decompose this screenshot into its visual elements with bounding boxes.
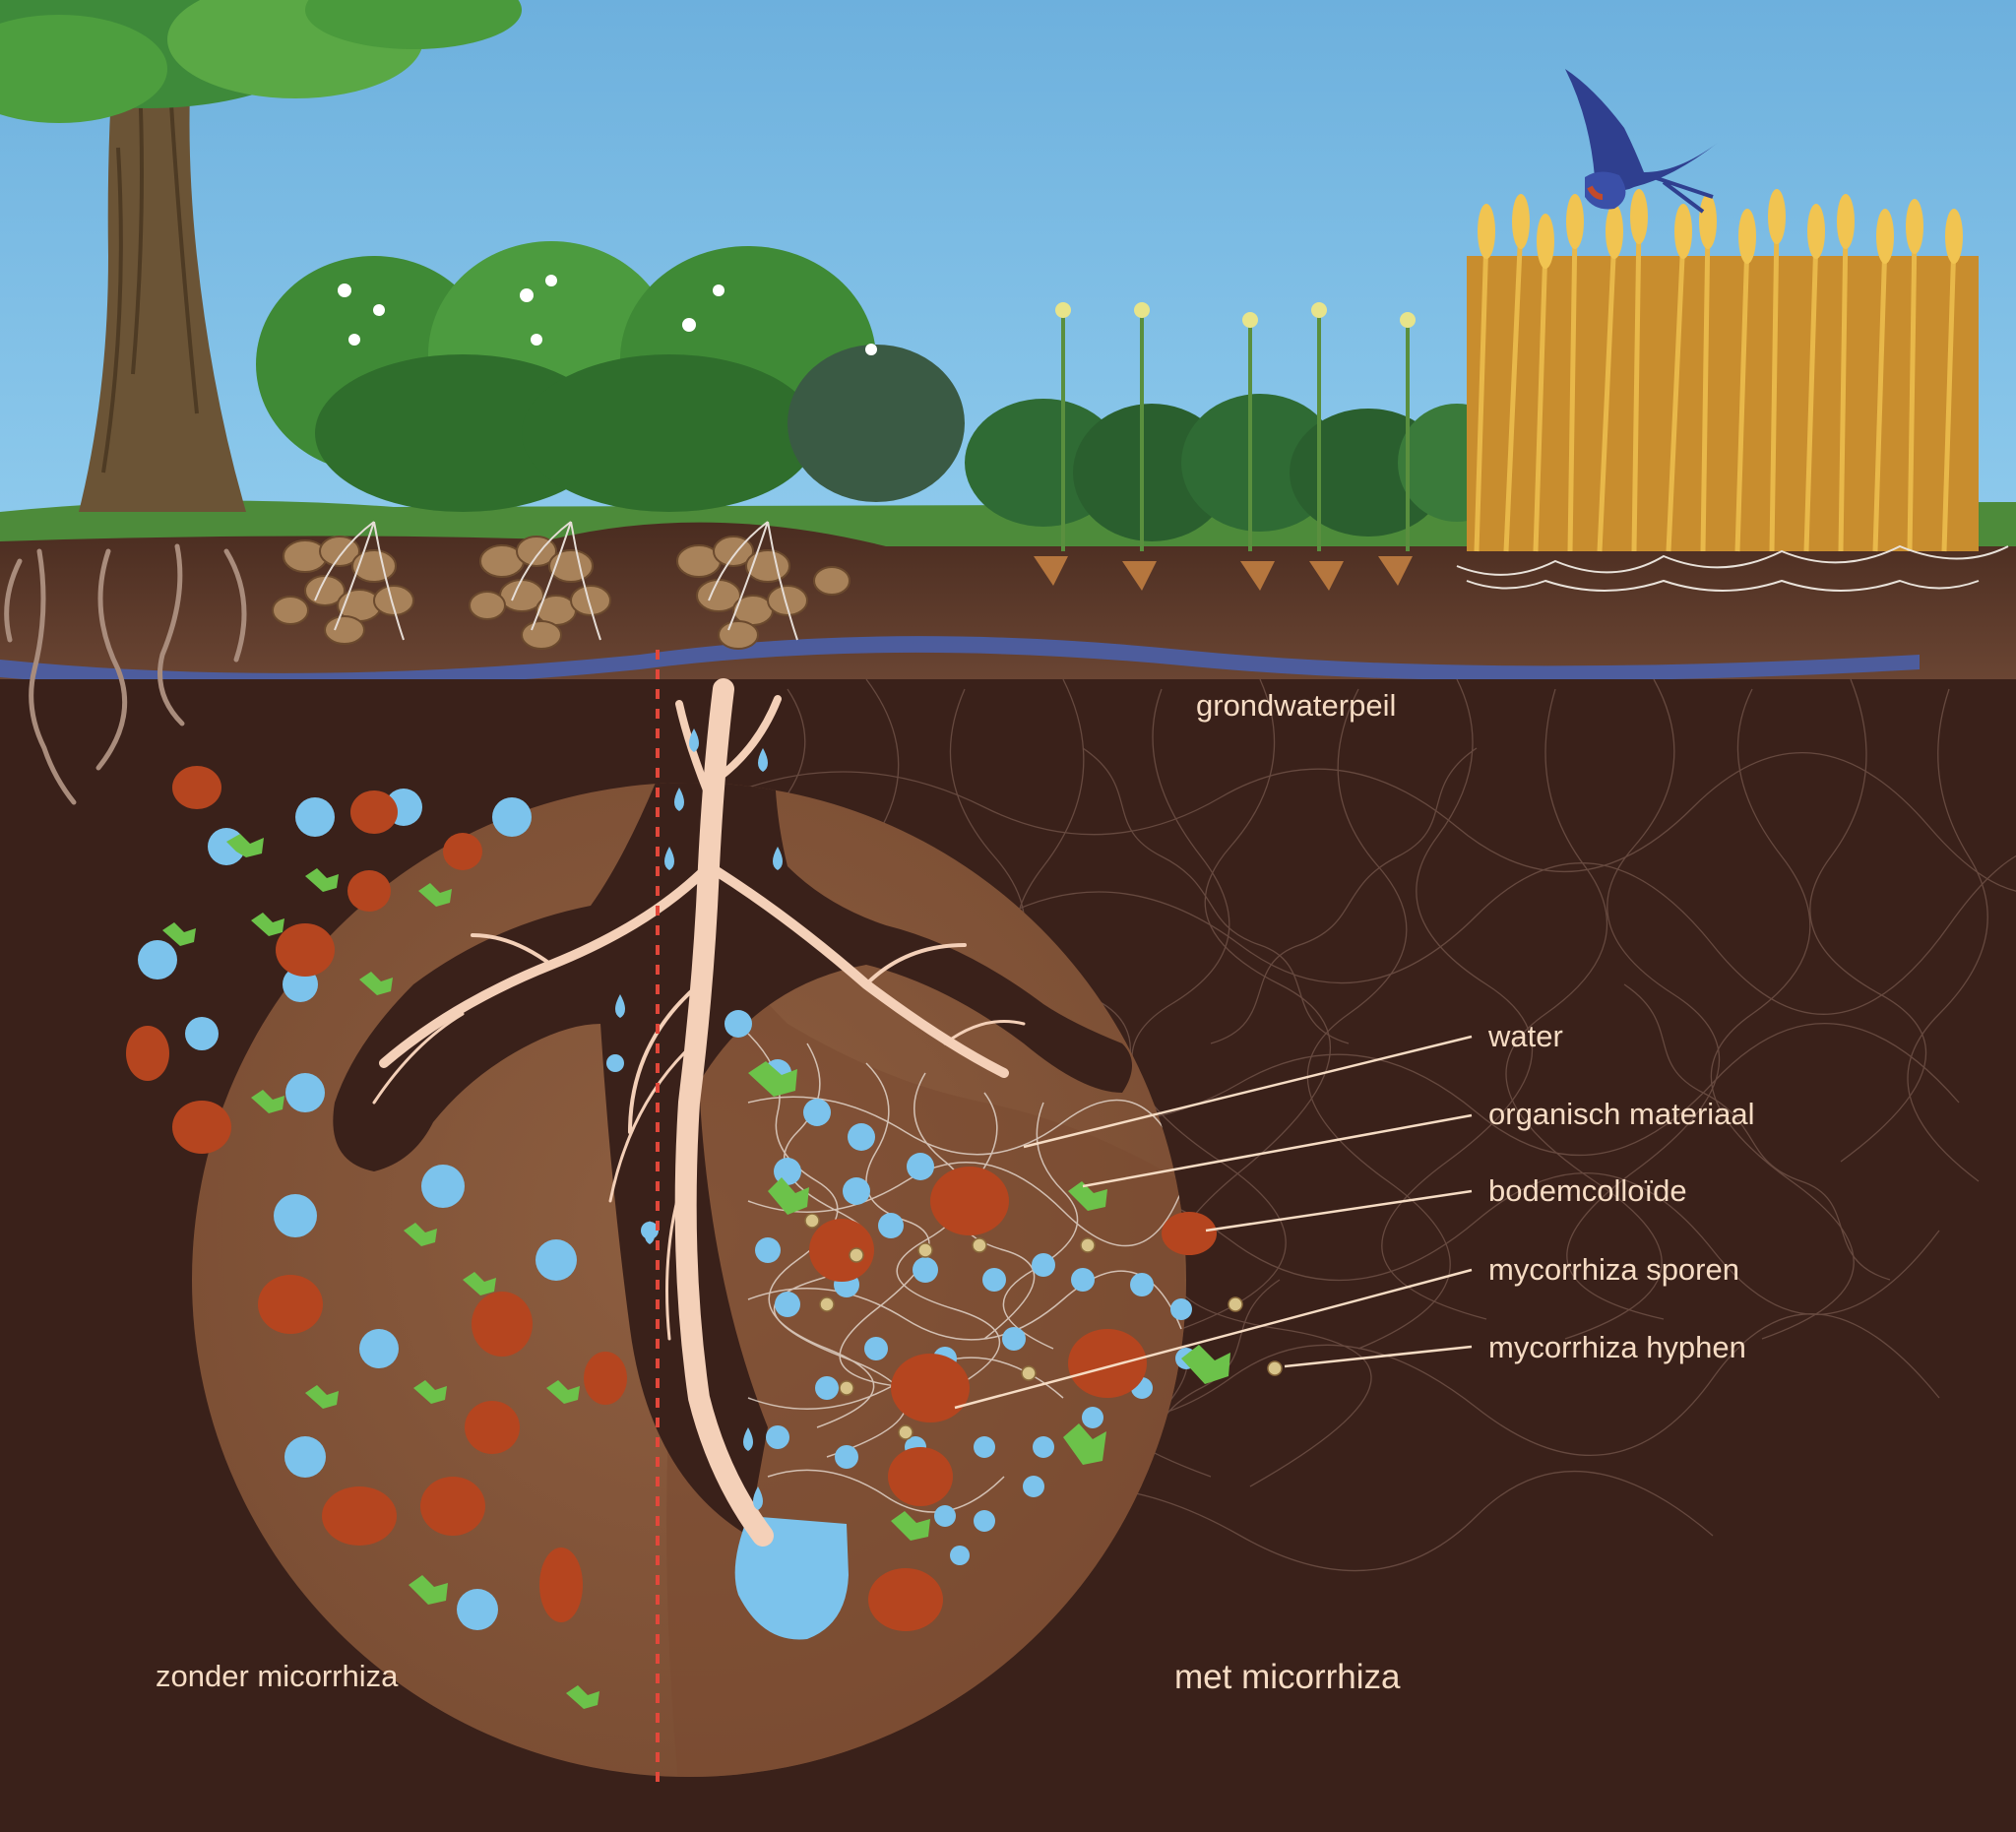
organic-particles (162, 834, 1230, 1709)
legend-spores: mycorrhiza sporen (1488, 1252, 1739, 1287)
colloid-particles (126, 766, 1217, 1631)
mustard-roots (1034, 556, 1413, 591)
tree-roots (4, 543, 247, 805)
groundwater-label: grondwaterpeil (1196, 688, 1396, 723)
legend-water: water (1487, 1019, 1563, 1053)
plant-root (372, 678, 1026, 1547)
spore-particles (804, 1213, 1283, 1440)
groundwater-band (0, 636, 1920, 689)
potato-tubers (272, 536, 850, 650)
legend-hyphae: mycorrhiza hyphen (1488, 1330, 1746, 1364)
legend-organic: organisch materiaal (1488, 1097, 1755, 1131)
tree-icon (0, 0, 522, 512)
potato-plant-icon (256, 241, 965, 512)
without-mycorrhiza-label: zonder micorrhiza (156, 1659, 399, 1693)
potato-roots (314, 521, 798, 641)
root-cavity (333, 783, 1132, 1536)
potato-plants (256, 241, 965, 650)
with-mycorrhiza-label: met micorrhiza (1174, 1658, 1401, 1696)
legend-colloid: bodemcolloïde (1488, 1173, 1687, 1208)
root-water-pool (734, 1516, 849, 1640)
swallow-icon (1565, 69, 1718, 214)
wheat-icon (1456, 189, 2009, 592)
potato-flowers (338, 275, 877, 355)
water-drops (615, 728, 783, 1510)
leader-lines (954, 1035, 1473, 1410)
legend: water organisch materiaal bodemcolloïde … (1487, 1019, 1755, 1364)
